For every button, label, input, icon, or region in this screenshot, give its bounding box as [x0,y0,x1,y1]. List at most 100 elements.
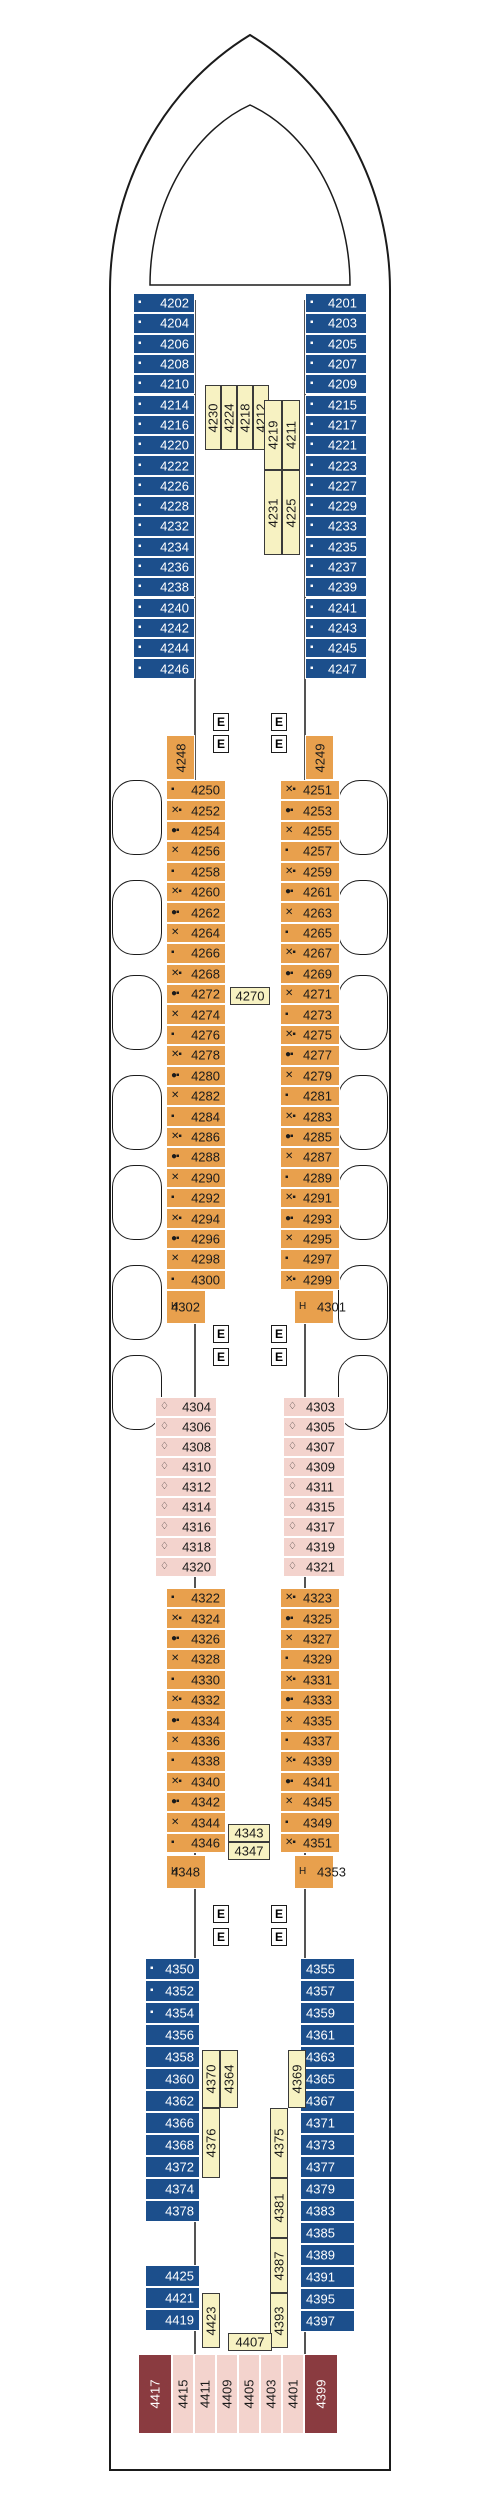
cabin-4419[interactable]: 4419 [145,2309,200,2331]
cabin-4373[interactable]: 4373 [300,2134,355,2156]
cabin-4338[interactable]: ▪4338 [166,1751,226,1772]
cabin-4350[interactable]: ▪4350 [145,1958,200,1980]
cabin-4220[interactable]: ▪4220 [133,435,195,456]
cabin-4243[interactable]: ▪4243 [305,617,367,639]
cabin-4207[interactable]: ▪4207 [305,353,367,375]
cabin-4241[interactable]: ▪4241 [305,597,367,618]
cabin-4333[interactable]: ●▪4333 [280,1690,340,1711]
cabin-4325[interactable]: ●▪4325 [280,1608,340,1629]
cabin-4223[interactable]: ▪4223 [305,455,367,476]
cabin-4319[interactable]: ♢4319 [283,1537,345,1557]
cabin-4417[interactable]: 4417 [138,2354,172,2434]
cabin-4309[interactable]: ♢4309 [283,1457,345,1477]
cabin-4352[interactable]: ▪4352 [145,1980,200,2002]
inside-cabin-4369[interactable]: 4369 [288,2050,306,2108]
cabin-4300[interactable]: ▪4300 [166,1269,226,1290]
cabin-4287[interactable]: ✕4287 [280,1147,340,1168]
cabin-4372[interactable]: 4372 [145,2156,200,2178]
cabin-4257[interactable]: ▪4257 [280,841,340,862]
cabin-4351[interactable]: ✕▪4351 [280,1832,340,1854]
cabin-4421[interactable]: 4421 [145,2287,200,2309]
cabin-4330[interactable]: ▪4330 [166,1669,226,1690]
cabin-4286[interactable]: ✕▪4286 [166,1126,226,1148]
cabin-4221[interactable]: ▪4221 [305,435,367,456]
cabin-4273[interactable]: ▪4273 [280,1004,340,1025]
cabin-4298[interactable]: ✕4298 [166,1249,226,1270]
cabin-4267[interactable]: ✕▪4267 [280,943,340,964]
cabin-4341[interactable]: ●▪4341 [280,1771,340,1792]
cabin-4349[interactable]: ▪4349 [280,1812,340,1833]
cabin-4315[interactable]: ♢4315 [283,1497,345,1517]
cabin-4226[interactable]: ▪4226 [133,475,195,496]
cabin-4395[interactable]: 4395 [300,2288,355,2310]
cabin-4304[interactable]: ♢4304 [155,1397,217,1417]
cabin-4202[interactable]: ▪4202 [133,293,195,314]
cabin-4362[interactable]: 4362 [145,2090,200,2112]
cabin-4401[interactable]: 4401 [282,2354,304,2434]
cabin-4283[interactable]: ✕▪4283 [280,1106,340,1127]
cabin-4296[interactable]: ●▪4296 [166,1228,226,1250]
cabin-4403[interactable]: 4403 [260,2354,282,2434]
cabin-4274[interactable]: ✕4274 [166,1004,226,1025]
cabin-4203[interactable]: ▪4203 [305,313,367,334]
cabin-4216[interactable]: ▪4216 [133,414,195,436]
cabin-4389[interactable]: 4389 [300,2244,355,2266]
cabin-4209[interactable]: ▪4209 [305,374,367,395]
cabin-4303[interactable]: ♢4303 [283,1397,345,1417]
cabin-4360[interactable]: 4360 [145,2068,200,2090]
cabin-4365[interactable]: 4365 [300,2068,355,2090]
cabin-4344[interactable]: ✕4344 [166,1812,226,1833]
cabin-4354[interactable]: ▪4354 [145,2002,200,2024]
cabin-4378[interactable]: 4378 [145,2200,200,2222]
cabin-4366[interactable]: 4366 [145,2112,200,2134]
cabin-4340[interactable]: ✕▪4340 [166,1771,226,1792]
cabin-4339[interactable]: ✕▪4339 [280,1751,340,1772]
cabin-4327[interactable]: ✕4327 [280,1628,340,1650]
cabin-4367[interactable]: 4367 [300,2090,355,2112]
cabin-4265[interactable]: ▪4265 [280,922,340,944]
cabin-4377[interactable]: 4377 [300,2156,355,2178]
cabin-4256[interactable]: ✕4256 [166,841,226,862]
inside-cabin-4375[interactable]: 4375 [270,2108,288,2178]
cabin-4399[interactable]: 4399 [304,2354,338,2434]
cabin-4411[interactable]: 4411 [194,2354,216,2434]
cabin-4326[interactable]: ●▪4326 [166,1628,226,1650]
cabin-4391[interactable]: 4391 [300,2266,355,2288]
cabin-4264[interactable]: ✕4264 [166,922,226,944]
cabin-4397[interactable]: 4397 [300,2310,355,2332]
cabin-4335[interactable]: ✕4335 [280,1710,340,1731]
cabin-4323[interactable]: ✕▪4323 [280,1588,340,1609]
cabin-4307[interactable]: ♢4307 [283,1437,345,1457]
cabin-4358[interactable]: 4358 [145,2046,200,2068]
inside-cabin-4343[interactable]: 4343 [228,1824,270,1842]
cabin-4318[interactable]: ♢4318 [155,1537,217,1557]
inside-cabin-4270[interactable]: 4270 [230,987,270,1005]
cabin-4336[interactable]: ✕4336 [166,1730,226,1752]
cabin-4425[interactable]: 4425 [145,2265,200,2287]
cabin-4291[interactable]: ✕▪4291 [280,1188,340,1209]
cabin-4262[interactable]: ●▪4262 [166,902,226,923]
inside-cabin-4407[interactable]: 4407 [228,2333,272,2351]
cabin-4232[interactable]: ▪4232 [133,516,195,537]
cabin-4254[interactable]: ●▪4254 [166,820,226,842]
cabin-4332[interactable]: ✕▪4332 [166,1690,226,1711]
cabin-4357[interactable]: 4357 [300,1980,355,2002]
cabin-4355[interactable]: 4355 [300,1958,355,1980]
inside-cabin-4347[interactable]: 4347 [228,1842,270,1860]
inside-cabin-4225[interactable]: 4225 [282,470,300,555]
cabin-4290[interactable]: ✕4290 [166,1167,226,1188]
cabin-4229[interactable]: ▪4229 [305,496,367,517]
cabin-4409[interactable]: 4409 [216,2354,238,2434]
cabin-4322[interactable]: ▪4322 [166,1588,226,1609]
cabin-4310[interactable]: ♢4310 [155,1457,217,1477]
cabin-4263[interactable]: ✕4263 [280,902,340,923]
cabin-4237[interactable]: ▪4237 [305,556,367,578]
cabin-4320[interactable]: ♢4320 [155,1557,217,1577]
cabin-4299[interactable]: ✕▪4299 [280,1269,340,1290]
cabin-4269[interactable]: ●▪4269 [280,963,340,984]
cabin-4371[interactable]: 4371 [300,2112,355,2134]
cabin-4342[interactable]: ●▪4342 [166,1792,226,1813]
cabin-4405[interactable]: 4405 [238,2354,260,2434]
